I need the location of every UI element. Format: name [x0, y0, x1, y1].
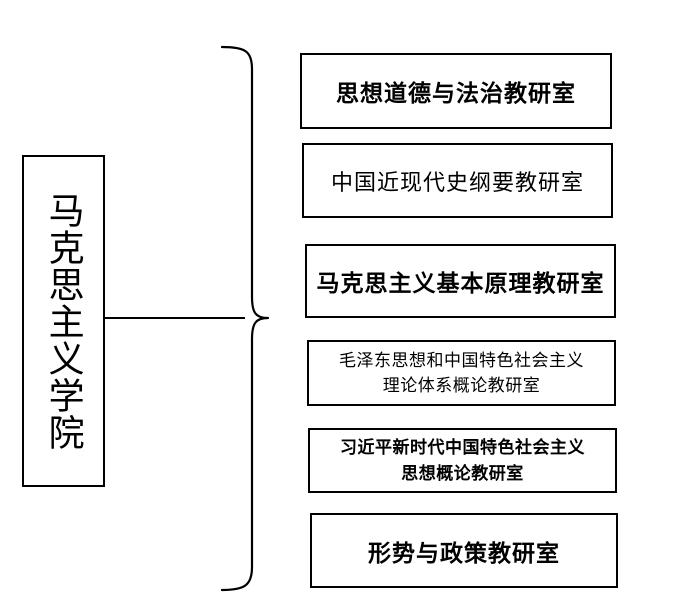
- dept-box-5[interactable]: 习近平新时代中国特色社会主义 思想概论教研室: [308, 428, 617, 493]
- dept-box-3[interactable]: 马克思主义基本原理教研室: [305, 244, 616, 318]
- brace-connector: [105, 45, 270, 592]
- dept-label-5: 习近平新时代中国特色社会主义 思想概论教研室: [340, 438, 585, 483]
- root-node-marxism-school[interactable]: 马克思主义学院: [22, 155, 105, 487]
- dept-box-6[interactable]: 形势与政策教研室: [310, 513, 618, 588]
- dept-label-6: 形势与政策教研室: [368, 540, 560, 566]
- dept-label-2: 中国近现代史纲要教研室: [330, 169, 584, 195]
- dept-label-1: 思想道德与法治教研室: [336, 81, 576, 106]
- dept-box-1[interactable]: 思想道德与法治教研室: [300, 53, 612, 129]
- dept-label-3: 马克思主义基本原理教研室: [316, 271, 605, 296]
- dept-box-4[interactable]: 毛泽东思想和中国特色社会主义 理论体系概论教研室: [307, 340, 616, 406]
- dept-label-4: 毛泽东思想和中国特色社会主义 理论体系概论教研室: [339, 350, 584, 396]
- dept-box-2[interactable]: 中国近现代史纲要教研室: [302, 143, 613, 218]
- brace-path: [220, 45, 270, 592]
- root-node-label: 马克思主义学院: [43, 191, 84, 451]
